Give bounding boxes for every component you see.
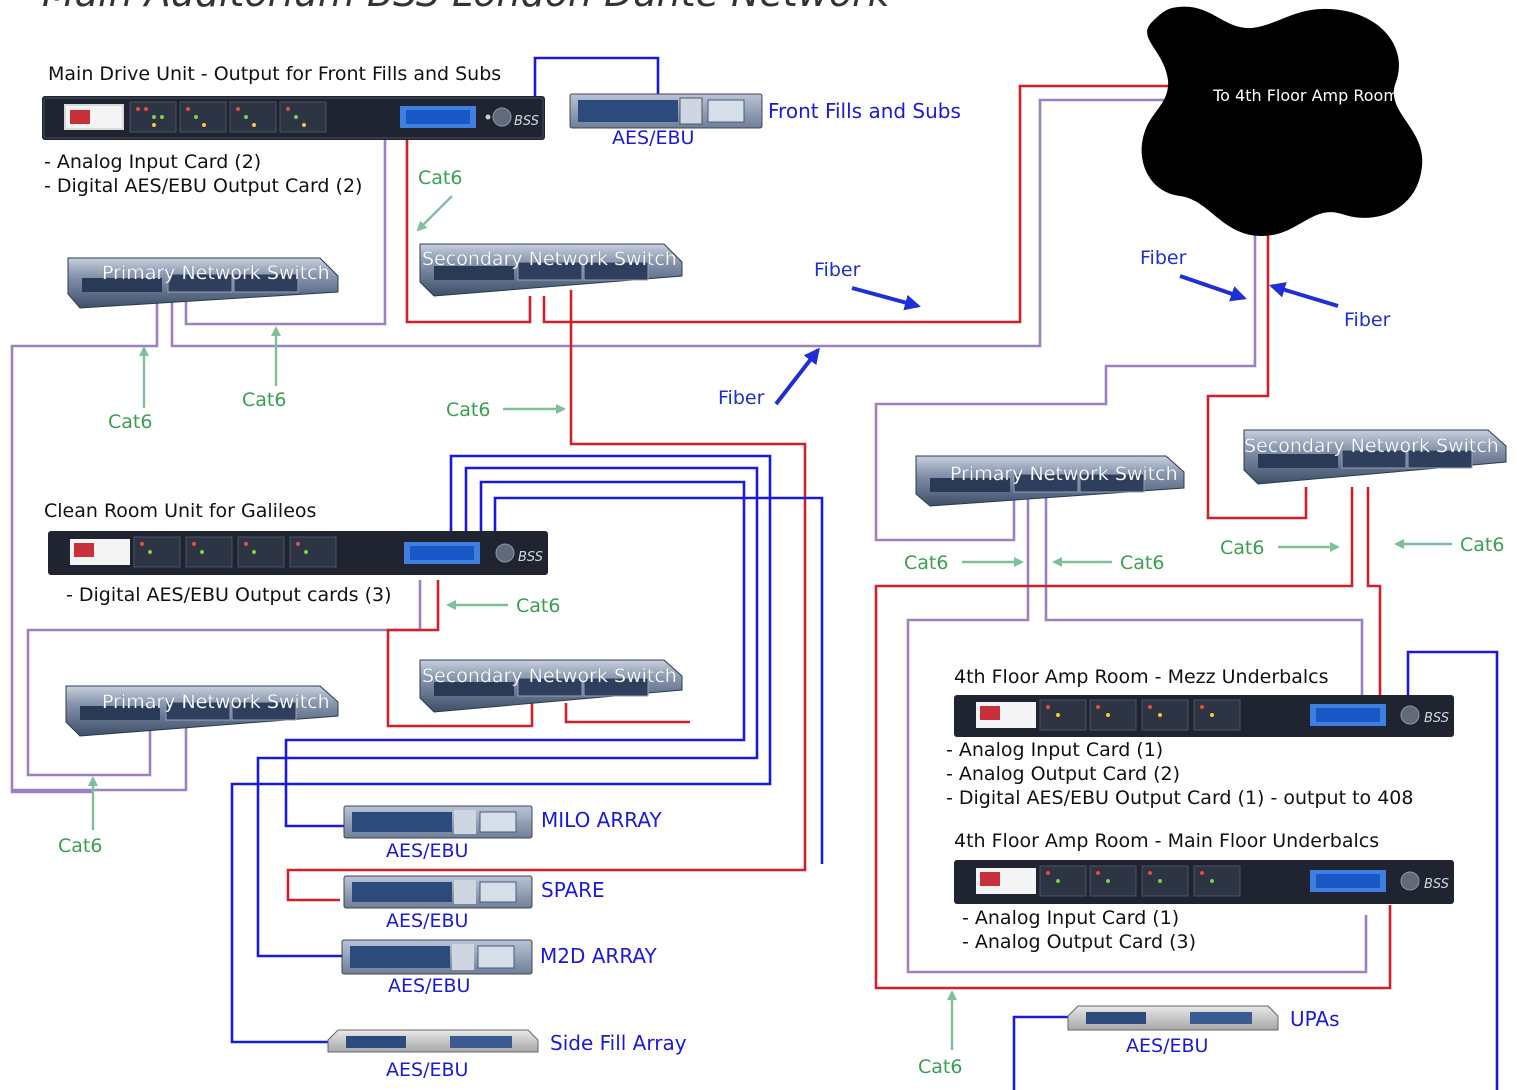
primary-cables	[10, 98, 1368, 974]
front-fills-aes-label: AES/EBU	[612, 127, 694, 149]
page-title: Main Auditorium BSS London Dante Network	[42, 0, 892, 15]
main-floor-note-2: - Analog Output Card (3)	[962, 931, 1196, 953]
secondary-switch-1-label: Secondary Network Switch	[422, 248, 677, 270]
primary-switch-3-label: Primary Network Switch	[950, 463, 1178, 485]
main-drive-label: Main Drive Unit - Output for Front Fills…	[48, 63, 501, 85]
fiber-label: Fiber	[814, 259, 861, 281]
cat6-label: Cat6	[1120, 552, 1164, 574]
svg-text:BSS: BSS	[1424, 711, 1449, 726]
secondary-network-switch-3: Secondary Network Switch	[1243, 429, 1507, 485]
svg-text:BSS: BSS	[1424, 877, 1449, 892]
cat6-annotations: Cat6 Cat6 Cat6 Cat6 Cat6 Cat6 Cat6 Cat6 …	[58, 167, 1504, 1078]
main-floor-unit: 4th Floor Amp Room - Main Floor Underbal…	[954, 830, 1454, 953]
fiber-label: Fiber	[1140, 247, 1187, 269]
main-drive-unit: Main Drive Unit - Output for Front Fills…	[42, 63, 545, 197]
secondary-network-switch-2: Secondary Network Switch	[419, 659, 683, 713]
front-fills-label: Front Fills and Subs	[768, 99, 961, 123]
m2d-aes-label: AES/EBU	[388, 975, 470, 997]
primary-network-switch-2: Primary Network Switch	[65, 685, 339, 737]
aes-cables	[230, 56, 1499, 1090]
clean-room-note-1: - Digital AES/EBU Output cards (3)	[66, 584, 392, 606]
upa-aes-label: AES/EBU	[1126, 1035, 1208, 1057]
upa-amp: UPAs AES/EBU	[1067, 1005, 1340, 1057]
milo-aes-label: AES/EBU	[386, 840, 468, 862]
secondary-cables	[286, 84, 1392, 990]
secondary-switch-2-label: Secondary Network Switch	[422, 665, 677, 687]
milo-amp: MILO ARRAY AES/EBU	[343, 805, 662, 862]
side-fill-amp: Side Fill Array AES/EBU	[327, 1029, 687, 1081]
main-drive-note-2: - Digital AES/EBU Output Card (2)	[44, 175, 362, 197]
fiber-annotations: Fiber Fiber Fiber Fiber	[718, 247, 1391, 409]
upa-label: UPAs	[1290, 1007, 1340, 1031]
mezz-note-3: - Digital AES/EBU Output Card (1) - outp…	[946, 787, 1413, 809]
clean-room-unit: Clean Room Unit for Galileos BSS - Digit…	[44, 500, 548, 606]
svg-text:BSS: BSS	[514, 114, 539, 129]
mezz-note-2: - Analog Output Card (2)	[946, 763, 1180, 785]
main-floor-label: 4th Floor Amp Room - Main Floor Underbal…	[954, 830, 1379, 852]
primary-switch-2-label: Primary Network Switch	[102, 691, 330, 713]
main-drive-note-1: - Analog Input Card (2)	[44, 151, 261, 173]
cat6-label: Cat6	[1460, 534, 1504, 556]
mezz-note-1: - Analog Input Card (1)	[946, 739, 1163, 761]
secondary-switch-3-label: Secondary Network Switch	[1244, 435, 1499, 457]
main-floor-note-1: - Analog Input Card (1)	[962, 907, 1179, 929]
fiber-label: Fiber	[1344, 309, 1391, 331]
primary-switch-1-label: Primary Network Switch	[102, 262, 330, 284]
svg-text:BSS: BSS	[518, 550, 543, 565]
fiber-label: Fiber	[718, 387, 765, 409]
mezz-label: 4th Floor Amp Room - Mezz Underbalcs	[954, 666, 1328, 688]
m2d-amp: M2D ARRAY AES/EBU	[341, 939, 658, 997]
spare-aes-label: AES/EBU	[386, 910, 468, 932]
cat6-label: Cat6	[1220, 537, 1264, 559]
cat6-label: Cat6	[58, 835, 102, 857]
m2d-label: M2D ARRAY	[540, 944, 658, 968]
spare-label: SPARE	[541, 878, 605, 902]
primary-network-switch-3: Primary Network Switch	[915, 455, 1185, 507]
primary-network-switch-1: Primary Network Switch	[67, 257, 339, 309]
milo-label: MILO ARRAY	[541, 808, 662, 832]
cat6-label: Cat6	[516, 595, 560, 617]
side-fill-label: Side Fill Array	[550, 1031, 687, 1055]
cloud-label: To 4th Floor Amp Room	[1212, 86, 1399, 105]
cat6-label: Cat6	[904, 552, 948, 574]
side-fill-aes-label: AES/EBU	[386, 1059, 468, 1081]
cat6-label: Cat6	[108, 411, 152, 433]
front-fills-amp: Front Fills and Subs AES/EBU	[569, 93, 961, 149]
cat6-label: Cat6	[418, 167, 462, 189]
cat6-label: Cat6	[446, 399, 490, 421]
clean-room-label: Clean Room Unit for Galileos	[44, 500, 316, 522]
secondary-network-switch-1: Secondary Network Switch	[419, 243, 683, 297]
spare-amp: SPARE AES/EBU	[343, 875, 605, 932]
cat6-label: Cat6	[918, 1056, 962, 1078]
amp-room-cloud: To 4th Floor Amp Room	[1141, 6, 1423, 237]
mezz-unit: 4th Floor Amp Room - Mezz Underbalcs BSS…	[946, 666, 1454, 809]
cat6-label: Cat6	[242, 389, 286, 411]
